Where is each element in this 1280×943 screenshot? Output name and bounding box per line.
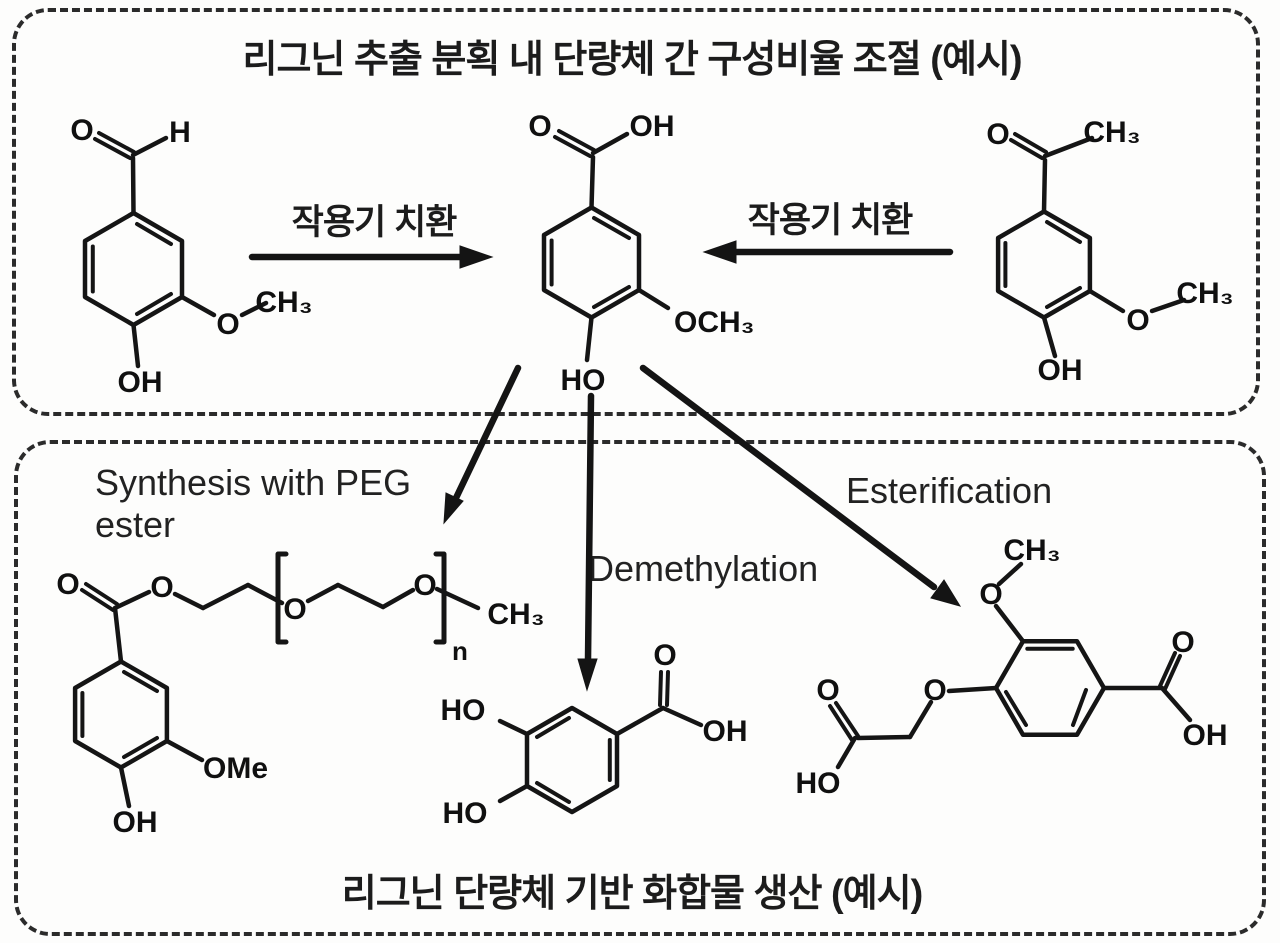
repeat-brackets [275, 551, 447, 645]
bonds [828, 561, 1193, 770]
atom-label-right-acid-oh: OH [1183, 719, 1228, 752]
atom-label-acid-oh: OH [630, 110, 675, 143]
bonds [118, 738, 205, 809]
vanillin-structure: O H O CH₃ OH [70, 114, 312, 399]
top-section-box [12, 8, 1260, 416]
atom-label-methoxy-o: O [979, 578, 1002, 611]
atom-label-methoxy-ch3: CH₃ [255, 286, 312, 319]
protocatechuic-acid-structure: HO HO O OH [441, 639, 748, 830]
atom-label-hydroxyl-top: HO [441, 694, 486, 727]
benzene-ring [995, 209, 1093, 320]
esterification-label: Esterification [846, 470, 1053, 511]
benzene-ring [541, 205, 642, 320]
atom-label-methoxy: OCH₃ [674, 306, 755, 339]
vanillic-acid-structure: O OH OCH₃ HO [528, 110, 755, 397]
atom-label-methoxy-ch3: CH₃ [1003, 534, 1060, 567]
atom-label-hydroxyl: OH [113, 806, 158, 839]
acetovanillone-structure: O CH₃ O CH₃ OH [986, 116, 1233, 387]
bonds [553, 129, 671, 363]
benzene-ring [524, 705, 620, 815]
peg-ester-structure: O O O O n CH₃ OMe OH [56, 551, 545, 839]
atom-label-carbonyl-o: O [56, 568, 79, 601]
atom-label-aldehyde-h: H [169, 116, 191, 149]
atom-label-acid-oh: OH [703, 715, 748, 748]
benzene-ring [993, 638, 1107, 738]
atom-label-end-ch3: CH₃ [487, 598, 544, 631]
atom-label-hydroxyl-bottom: HO [443, 797, 488, 830]
atom-label-methoxy-o: O [216, 308, 239, 341]
left-arrow-label: 작용기 치환 [291, 203, 458, 242]
top-box-title: 리그닌 추출 분획 내 단량체 간 구성비율 조절 (예시) [242, 39, 1023, 81]
atom-label-acetyl-ch3: CH₃ [1083, 116, 1140, 149]
bonds [1009, 132, 1187, 359]
atom-label-methoxy-o: O [1126, 304, 1149, 337]
esterification-product-structure: CH₃ O O O HO O OH [796, 534, 1228, 800]
atom-label-hydroxyl: HO [561, 364, 606, 397]
atom-label-carbonyl-o: O [653, 639, 676, 672]
bonds [93, 131, 269, 369]
atom-label-right-carbonyl-o: O [1171, 626, 1194, 659]
atom-label-hydroxyl: OH [1038, 354, 1083, 387]
atom-label-left-acid-ho: HO [796, 767, 841, 800]
atom-label-hydroxyl: OH [118, 366, 163, 399]
benzene-ring [82, 210, 185, 328]
atom-label-methoxy: OMe [203, 752, 268, 785]
atom-label-left-carbonyl-o: O [816, 674, 839, 707]
atom-label-methoxy-ch3: CH₃ [1176, 277, 1233, 310]
atom-label-ether-o: O [923, 674, 946, 707]
atom-label-carbonyl-o: O [70, 114, 93, 147]
atom-label-repeat-o1: O [283, 593, 306, 626]
atom-label-carbonyl-o: O [528, 110, 551, 143]
right-arrow-label: 작용기 치환 [747, 201, 914, 240]
repeat-subscript-n: n [452, 636, 468, 666]
peg-synthesis-label: Synthesis with PEG ester [95, 462, 412, 546]
benzene-ring [72, 659, 170, 770]
atom-label-ester-o: O [150, 571, 173, 604]
atom-label-carbonyl-o: O [986, 118, 1009, 151]
atom-label-repeat-o2: O [413, 569, 436, 602]
bonds [497, 670, 704, 804]
bottom-box-caption: 리그닌 단량체 기반 화합물 생산 (예시) [341, 873, 924, 915]
